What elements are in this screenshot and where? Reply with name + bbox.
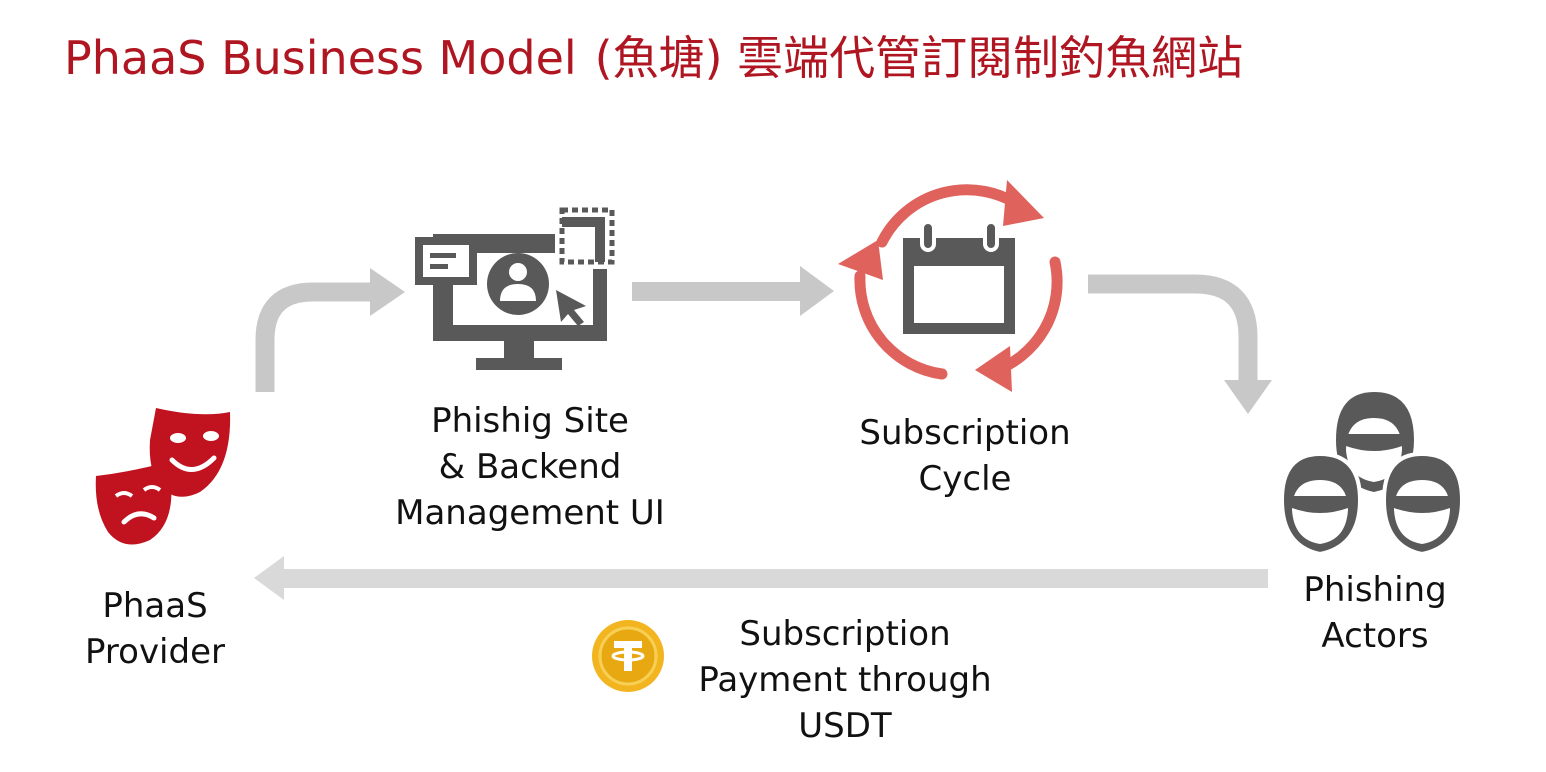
site-label-line3: Management UI bbox=[395, 493, 665, 533]
payment-label-line2: Payment through bbox=[698, 660, 992, 700]
actors-label: Phishing Actors bbox=[1270, 567, 1480, 659]
calendar-cycle-icon bbox=[838, 180, 1063, 392]
monitor-user-icon bbox=[415, 203, 617, 370]
arrow-site-to-cycle bbox=[632, 266, 834, 316]
payment-label-line3: USDT bbox=[798, 706, 892, 746]
actors-label-line2: Actors bbox=[1321, 616, 1429, 656]
provider-label: PhaaS Provider bbox=[40, 583, 270, 675]
payment-label-line1: Subscription bbox=[739, 614, 951, 654]
site-label-line2: & Backend bbox=[438, 447, 622, 487]
cycle-label-line1: Subscription bbox=[859, 413, 1071, 453]
title-chinese: (魚塘) 雲端代管訂閱制釣魚網站 bbox=[594, 31, 1244, 85]
theater-masks-icon bbox=[95, 408, 231, 545]
title-english: PhaaS Business Model bbox=[64, 31, 577, 85]
masked-group-icon bbox=[1279, 392, 1465, 557]
site-label-line1: Phishig Site bbox=[431, 401, 629, 441]
masked-head-back bbox=[1336, 392, 1414, 492]
actors-label-line1: Phishing bbox=[1303, 570, 1447, 610]
page-title: PhaaS Business Model (魚塘) 雲端代管訂閱制釣魚網站 bbox=[64, 22, 1243, 88]
masked-head-left bbox=[1279, 451, 1363, 557]
site-label: Phishig Site & Backend Management UI bbox=[370, 398, 690, 536]
provider-label-line2: Provider bbox=[85, 632, 225, 672]
masked-head-right bbox=[1381, 451, 1465, 557]
cycle-label: Subscription Cycle bbox=[820, 410, 1110, 502]
arrow-provider-to-site bbox=[255, 268, 405, 392]
tether-coin-icon bbox=[592, 620, 664, 692]
arrow-actors-to-provider bbox=[254, 556, 1268, 600]
cycle-label-line2: Cycle bbox=[918, 459, 1012, 499]
provider-label-line1: PhaaS bbox=[102, 586, 208, 626]
arrow-cycle-to-actors bbox=[1088, 274, 1272, 414]
payment-label: Subscription Payment through USDT bbox=[670, 611, 1020, 749]
